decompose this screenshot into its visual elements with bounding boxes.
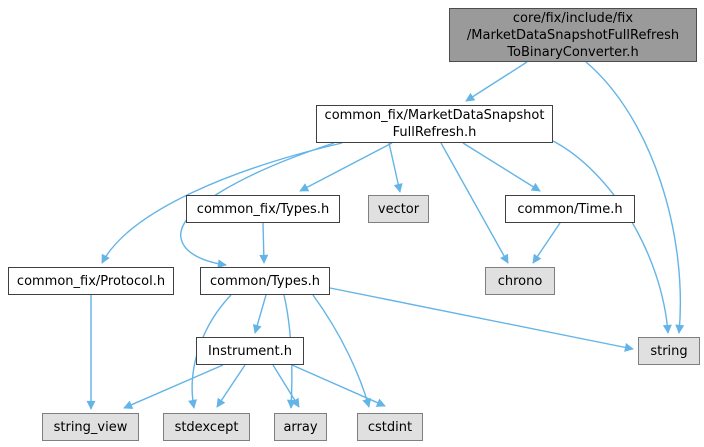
node-array[interactable]: array <box>274 413 327 441</box>
node-label: string_view <box>53 419 128 435</box>
edge-fullrefresh-chrono <box>440 142 509 264</box>
node-label: /MarketDataSnapshotFullRefresh <box>466 27 680 43</box>
node-label: common/Time.h <box>517 201 623 217</box>
node-cstdint[interactable]: cstdint <box>357 413 423 441</box>
node-stdexcept[interactable]: stdexcept <box>163 413 250 441</box>
node-label: FullRefresh.h <box>392 125 477 140</box>
node-label: stdexcept <box>174 419 239 435</box>
node-label: common_fix/Types.h <box>196 201 330 217</box>
edge-ctypes-cstdint <box>312 294 372 408</box>
edge-fullrefresh-time <box>462 142 541 192</box>
node-vector[interactable]: vector <box>368 195 429 223</box>
node-instrument-h[interactable]: Instrument.h <box>196 337 304 365</box>
edge-root-string <box>585 61 685 334</box>
node-string[interactable]: string <box>638 337 700 365</box>
node-label: array <box>283 419 318 435</box>
node-chrono[interactable]: chrono <box>485 267 555 295</box>
edge-fullrefresh-string <box>552 140 672 334</box>
edge-instrument-array <box>272 364 300 408</box>
edge-time-chrono <box>532 222 561 264</box>
node-label: common_fix/Protocol.h <box>16 273 166 289</box>
edge-instrument-stdexcept <box>216 364 246 408</box>
node-common-fix-marketdatasnapshotfullrefresh-h[interactable]: common_fix/MarketDataSnapshot FullRefres… <box>316 105 553 143</box>
edge-fullrefresh-cfxtypes <box>299 142 393 192</box>
node-label: common/Types.h <box>209 273 320 289</box>
edge-instrument-stringview <box>123 364 224 409</box>
edge-fullrefresh-vector <box>388 142 403 193</box>
node-string-view[interactable]: string_view <box>42 413 139 441</box>
edge-fullrefresh-protocol <box>101 142 343 264</box>
node-common-types-h[interactable]: common/Types.h <box>200 267 330 295</box>
node-label: string <box>650 343 688 359</box>
edge-fullrefresh-ctypes <box>180 142 335 269</box>
edge-cfxtypes-ctypes <box>259 222 269 264</box>
node-label: ToBinaryConverter.h <box>507 44 639 60</box>
node-common-fix-protocol-h[interactable]: common_fix/Protocol.h <box>8 267 174 295</box>
edge-root-fullrefresh <box>465 61 528 102</box>
edge-ctypes-instrument <box>252 294 267 334</box>
node-label: core/fix/include/fix <box>512 10 634 26</box>
node-common-time-h[interactable]: common/Time.h <box>505 195 635 223</box>
node-label: common_fix/MarketDataSnapshot <box>324 108 545 123</box>
edge-ctypes-string <box>329 287 634 352</box>
node-label: chrono <box>497 273 543 289</box>
node-label: Instrument.h <box>208 343 292 359</box>
node-label: vector <box>377 201 420 217</box>
node-common-fix-types-h[interactable]: common_fix/Types.h <box>186 195 340 223</box>
edge-instrument-cstdint <box>291 364 386 407</box>
node-label: cstdint <box>367 419 413 435</box>
node-marketdatasnapshotfullrefreshtobinaryconverter-h[interactable]: core/fix/include/fix /MarketDataSnapshot… <box>449 8 697 62</box>
